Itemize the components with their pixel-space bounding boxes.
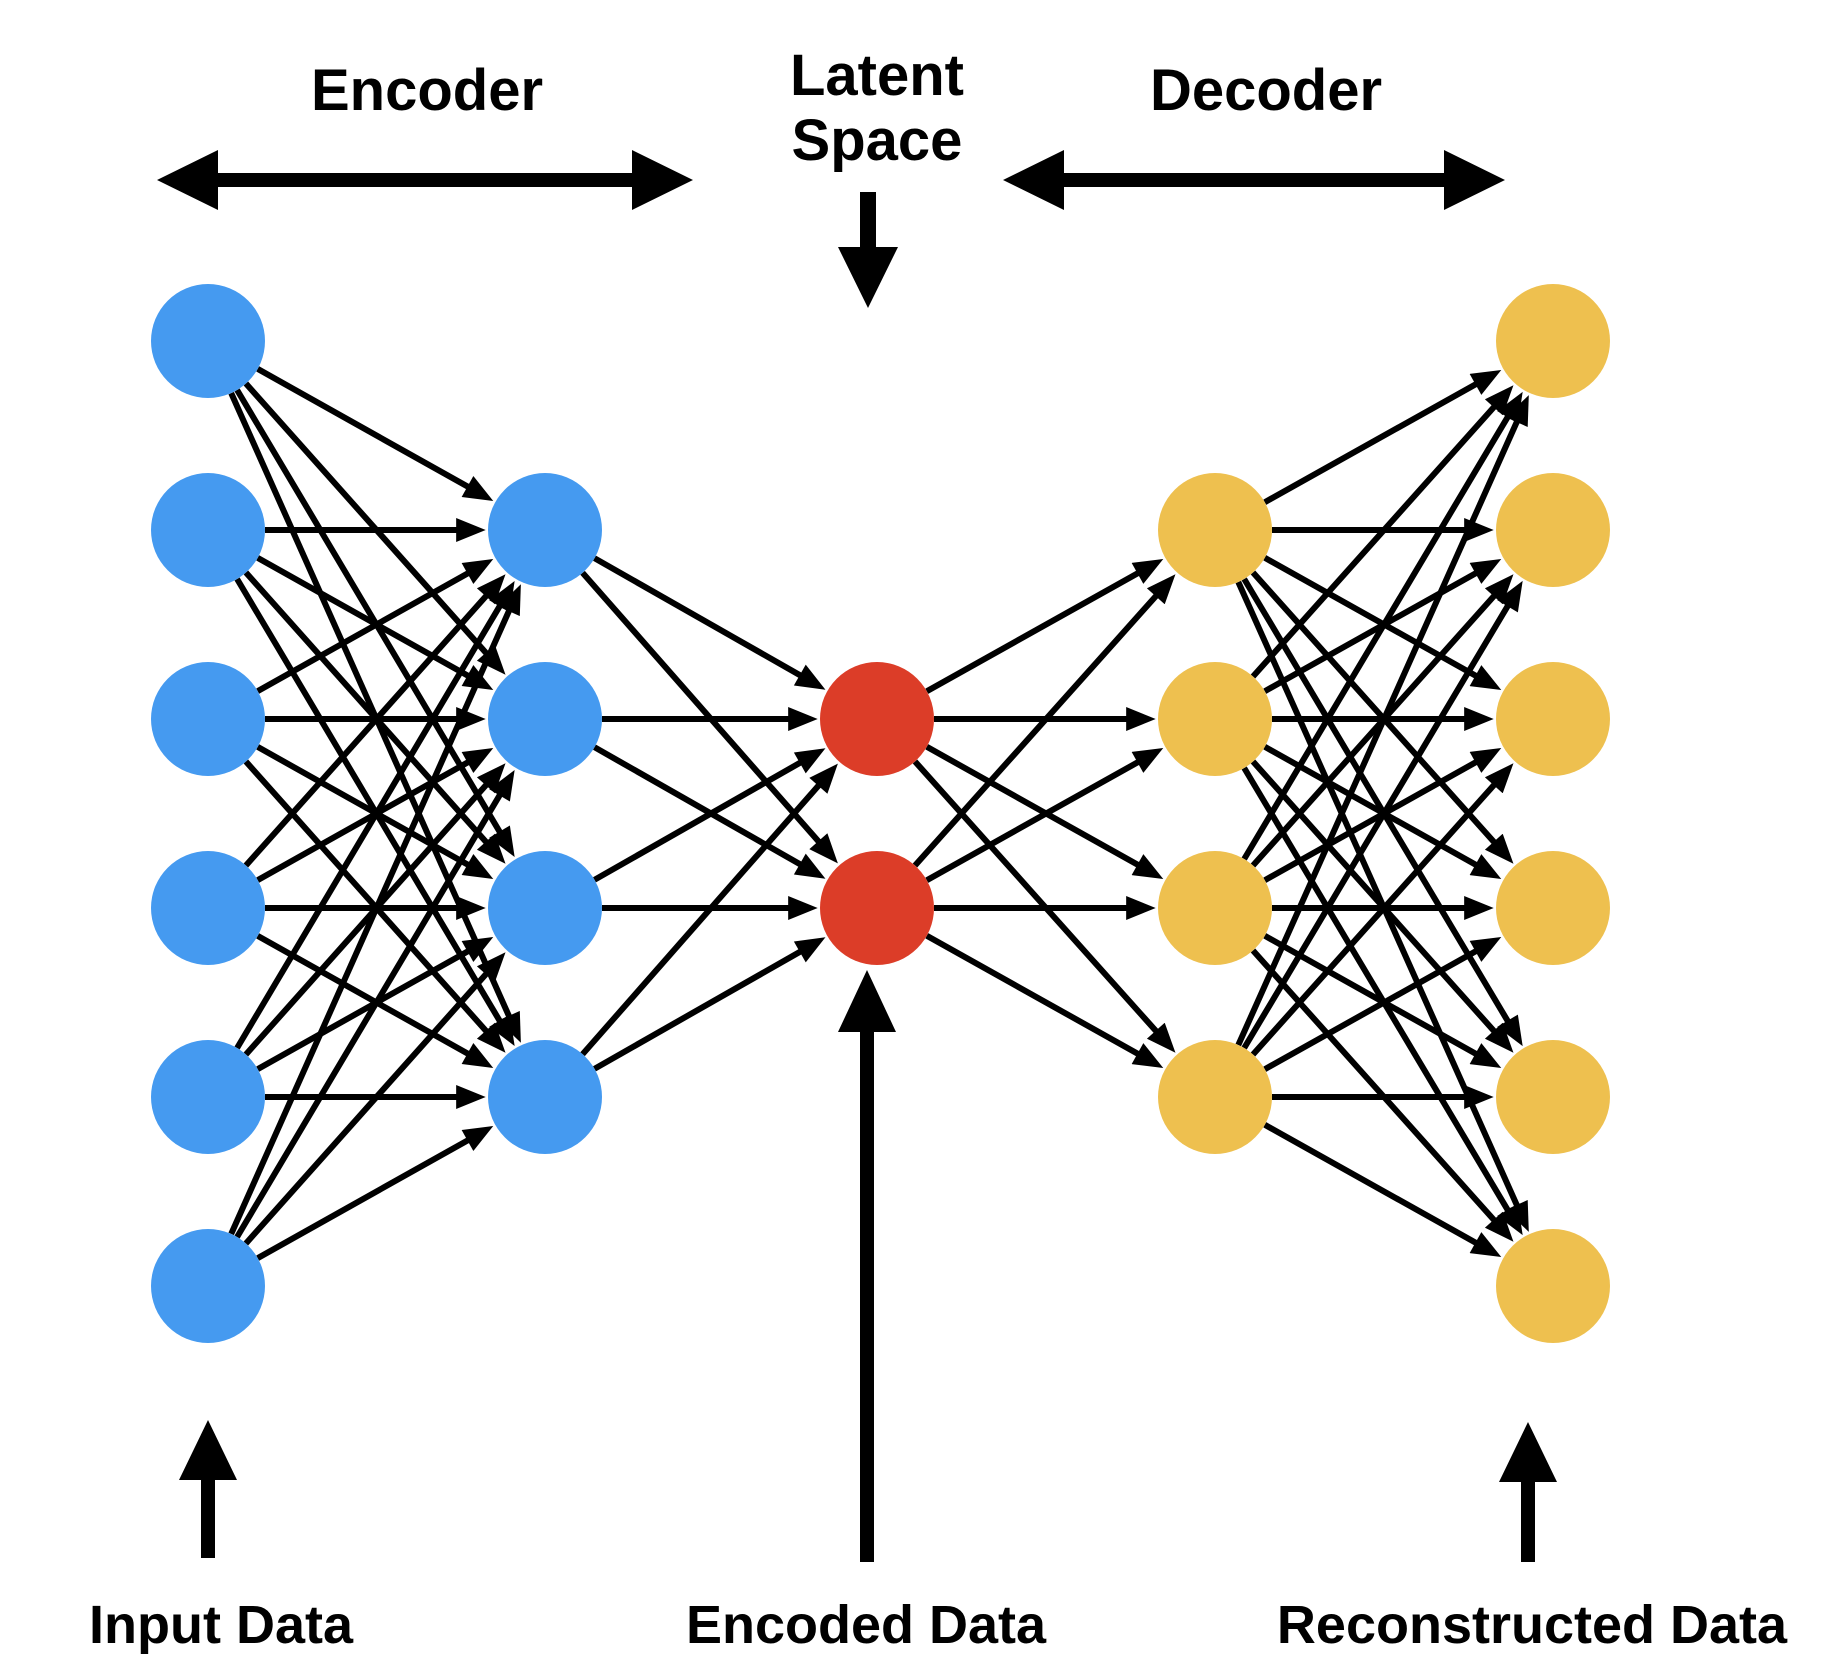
input-layer-node — [151, 1229, 265, 1343]
connection-arrow — [234, 769, 515, 1239]
connection-arrow — [1235, 395, 1529, 1047]
connection-arrow — [925, 744, 1164, 880]
connection-arrow — [580, 570, 838, 864]
input-layer-node — [151, 473, 265, 587]
decoder-hidden-layer-node — [1158, 851, 1272, 965]
output-layer-node — [1496, 851, 1610, 965]
connection-arrow — [1250, 574, 1514, 868]
connection-arrow — [925, 933, 1164, 1069]
connection-arrow — [925, 747, 1164, 883]
input-data-up-arrow — [179, 1420, 237, 1558]
connection-arrow — [593, 937, 826, 1072]
output-layer-node — [1496, 1229, 1610, 1343]
connection-arrow — [1263, 747, 1502, 883]
latent-layer-node — [820, 851, 934, 965]
connection-arrow — [234, 577, 515, 1047]
encoder-hidden-layer-node — [488, 662, 602, 776]
output-layer-node — [1496, 1040, 1610, 1154]
encoder-hidden-layer-node — [488, 851, 602, 965]
decoder-label: Decoder — [1150, 58, 1382, 123]
decoder-hidden-layer-node — [1158, 473, 1272, 587]
input-layer-node — [151, 1040, 265, 1154]
connection-arrow — [243, 759, 506, 1053]
encoder-range-arrow — [157, 150, 693, 210]
connection-arrow — [243, 952, 506, 1246]
latent-layer-node — [820, 662, 934, 776]
connection-arrow — [1250, 570, 1514, 864]
connection-arrow — [1250, 948, 1514, 1242]
input-data-label: Input Data — [89, 1595, 354, 1655]
connection-arrow — [243, 381, 506, 675]
connection-arrow — [593, 744, 826, 879]
connection-arrow — [593, 748, 826, 883]
latent-space-label-line2: Space — [792, 108, 963, 173]
encoder-hidden-layer-node — [488, 1040, 602, 1154]
output-layer-node — [1496, 662, 1610, 776]
connection-arrow — [1263, 936, 1502, 1072]
connection-arrow — [256, 366, 494, 501]
connection-arrow — [256, 937, 494, 1072]
connection-arrow — [580, 763, 838, 1057]
encoded-data-label: Encoded Data — [686, 1595, 1047, 1655]
decoder-hidden-layer-node — [1158, 662, 1272, 776]
reconstructed-data-label: Reconstructed Data — [1277, 1595, 1788, 1655]
connection-arrow — [234, 580, 515, 1050]
connection-arrow — [912, 759, 1176, 1053]
latent-space-label-line1: Latent — [790, 43, 964, 108]
neuron-nodes — [151, 284, 1610, 1343]
encoded-data-up-arrow — [838, 970, 896, 1562]
connection-arrow — [593, 555, 826, 690]
connection-arrow — [1263, 1122, 1502, 1258]
encoder-label: Encoder — [311, 58, 543, 123]
input-layer-node — [151, 284, 265, 398]
connection-arrow — [256, 1126, 494, 1261]
connection-arrow — [256, 933, 494, 1068]
connection-arrow — [912, 574, 1176, 868]
decoder-hidden-layer-node — [1158, 1040, 1272, 1154]
connection-arrow — [243, 763, 506, 1057]
output-layer-node — [1496, 473, 1610, 587]
connection-arrow — [256, 559, 494, 694]
connection-arrow — [234, 388, 515, 858]
connection-arrow — [1263, 369, 1502, 505]
connection-arrow — [243, 574, 506, 868]
edge-lines — [228, 366, 1529, 1261]
input-layer-node — [151, 662, 265, 776]
latent-space-down-arrow — [838, 192, 898, 308]
connection-arrow — [1241, 391, 1523, 861]
connection-arrow — [1250, 759, 1514, 1053]
connection-arrow — [243, 570, 506, 864]
input-layer-node — [151, 851, 265, 965]
reconstructed-data-up-arrow — [1499, 1422, 1557, 1562]
connection-arrow — [1241, 577, 1523, 1047]
encoder-hidden-layer-node — [488, 473, 602, 587]
output-layer-node — [1496, 284, 1610, 398]
connection-arrow — [228, 584, 521, 1236]
decoder-range-arrow — [1003, 150, 1505, 210]
connection-arrow — [1250, 385, 1514, 679]
connection-arrow — [1241, 580, 1523, 1050]
connection-arrow — [1250, 763, 1514, 1057]
connection-arrow — [925, 558, 1164, 694]
connection-arrow — [1241, 766, 1523, 1236]
